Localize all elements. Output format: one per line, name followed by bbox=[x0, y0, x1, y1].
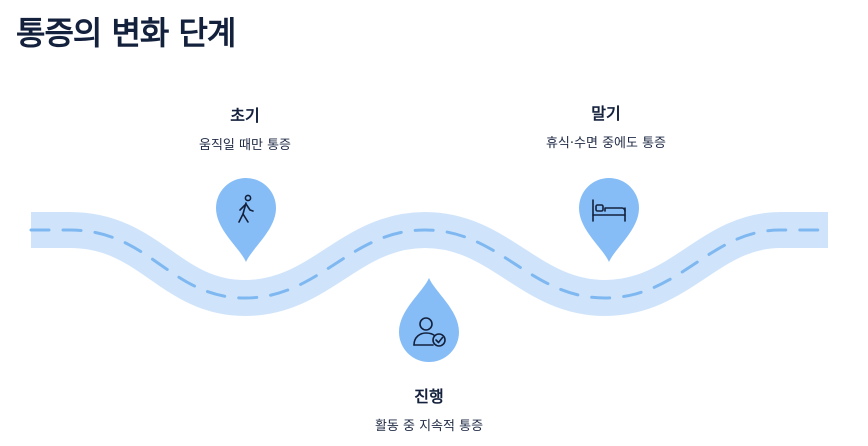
stage-late-label: 말기 휴식·수면 중에도 통증 bbox=[486, 104, 726, 152]
stage-progress-description: 활동 중 지속적 통증 bbox=[374, 419, 484, 434]
road-center-dashes bbox=[29, 228, 830, 300]
stage-late-description: 휴식·수면 중에도 통증 bbox=[545, 136, 667, 151]
stage-progress-name: 진행 bbox=[414, 387, 444, 406]
person-check-icon bbox=[413, 317, 446, 347]
stage-late-name: 말기 bbox=[591, 104, 621, 123]
stage-progress-pin bbox=[397, 276, 461, 364]
stage-early-description: 움직일 때만 통증 bbox=[199, 138, 291, 153]
stage-late-pin bbox=[577, 176, 641, 264]
stage-progress-label: 진행 활동 중 지속적 통증 bbox=[309, 387, 549, 435]
stage-early-label: 초기 움직일 때만 통증 bbox=[125, 106, 365, 154]
stage-early-pin bbox=[214, 176, 278, 264]
page-title: 통증의 변화 단계 bbox=[16, 14, 236, 52]
bed-icon bbox=[592, 199, 626, 222]
stage-early-name: 초기 bbox=[230, 106, 260, 125]
walking-person-icon bbox=[238, 194, 254, 223]
